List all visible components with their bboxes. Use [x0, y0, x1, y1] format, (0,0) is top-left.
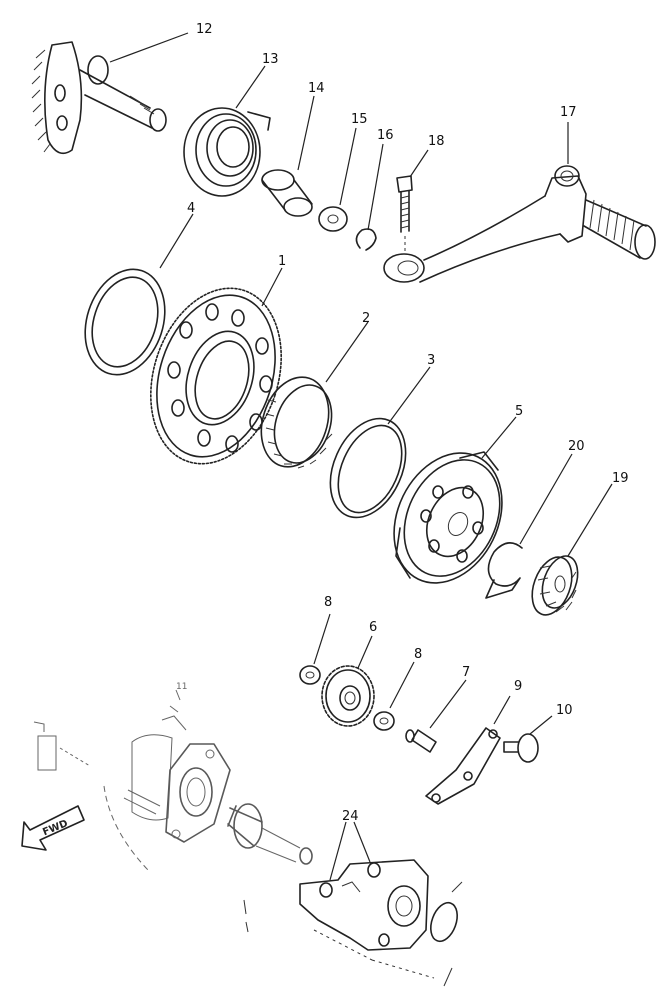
- part-8-washer-right: [373, 711, 395, 731]
- label-16: 16: [377, 128, 394, 143]
- fwd-label: FWD: [41, 818, 69, 838]
- label-9: 9: [514, 679, 522, 694]
- label-24: 24: [342, 809, 359, 824]
- label-15: 15: [351, 112, 368, 127]
- part-4-ring: [84, 268, 166, 376]
- label-20: 20: [568, 439, 585, 454]
- label-4: 4: [187, 201, 195, 216]
- label-3: 3: [427, 353, 435, 368]
- label-10: 10: [556, 703, 573, 718]
- label-11: 11: [176, 682, 187, 692]
- label-19: 19: [612, 471, 629, 486]
- part-6-idle-gear: [321, 665, 375, 727]
- part-10-bolt: [503, 733, 539, 763]
- part-13-torsion-spring: [183, 107, 271, 197]
- label-14: 14: [308, 81, 325, 96]
- label-2: 2: [362, 311, 370, 326]
- part-3-clip-ring: [329, 417, 407, 519]
- part-9-stopper-plate: [425, 727, 501, 805]
- part-20-spring-clip: [485, 542, 523, 599]
- label-12: 12: [196, 22, 213, 37]
- lower-cover-assembly: [243, 859, 463, 987]
- label-17: 17: [560, 105, 577, 120]
- part-18-bolt: [396, 175, 413, 252]
- label-6: 6: [369, 620, 377, 635]
- label-1: 1: [278, 254, 286, 269]
- label-13: 13: [262, 52, 279, 67]
- part-5-hub-plate: [393, 451, 503, 584]
- part-2-bearing-cage: [260, 376, 333, 469]
- part-1-large-gear: [150, 287, 282, 465]
- part-19-small-gear: [531, 555, 579, 616]
- label-7: 7: [462, 665, 470, 680]
- fwd-arrow-icon: FWD: [21, 805, 85, 851]
- label-8-left: 8: [324, 595, 332, 610]
- part-16-circlip: [355, 228, 377, 251]
- part-17-kick-lever: [383, 165, 656, 283]
- label-8-right: 8: [414, 647, 422, 662]
- label-18: 18: [428, 134, 445, 149]
- part-8-washer-left: [299, 665, 321, 685]
- part-14-collar: [261, 169, 313, 217]
- reference-assembly: 11: [33, 682, 313, 871]
- part-15-washer: [318, 206, 348, 232]
- label-5: 5: [515, 404, 523, 419]
- part-7-shaft-pin: [405, 729, 437, 753]
- part-12-kick-gear-shaft: [31, 41, 167, 155]
